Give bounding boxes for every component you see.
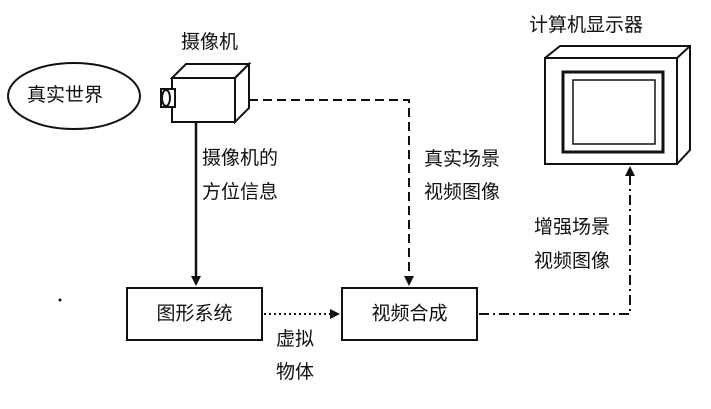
monitor-icon — [544, 45, 691, 165]
video-composition-label: 视频合成 — [371, 302, 448, 325]
camera-icon — [160, 61, 252, 125]
augmented-scene-video-arrow — [479, 166, 635, 315]
camera-pose-label-line2: 方位信息 — [202, 181, 279, 203]
real-scene-video-label-line1: 真实场景 — [424, 148, 501, 170]
real-world-ellipse — [7, 62, 141, 130]
virtual-object-label-line1: 虚拟 — [276, 328, 315, 350]
augmented-scene-video-label-line1: 增强场景 — [534, 216, 611, 238]
virtual-object-label-line2: 物体 — [276, 361, 315, 383]
stray-dot — [58, 298, 62, 302]
augmented-scene-video-label-line2: 视频图像 — [534, 250, 611, 272]
real-scene-video-label-line2: 视频图像 — [424, 181, 501, 203]
camera-pose-label-line1: 摄像机的 — [202, 147, 279, 169]
real-scene-video-arrow — [249, 99, 414, 286]
video-composition-box: 视频合成 — [341, 287, 478, 341]
monitor-label: 计算机显示器 — [529, 14, 644, 36]
real-world-label: 真实世界 — [27, 84, 104, 106]
camera-label: 摄像机 — [181, 31, 239, 53]
graphics-system-label: 图形系统 — [156, 302, 233, 325]
graphics-system-box: 图形系统 — [126, 287, 263, 341]
